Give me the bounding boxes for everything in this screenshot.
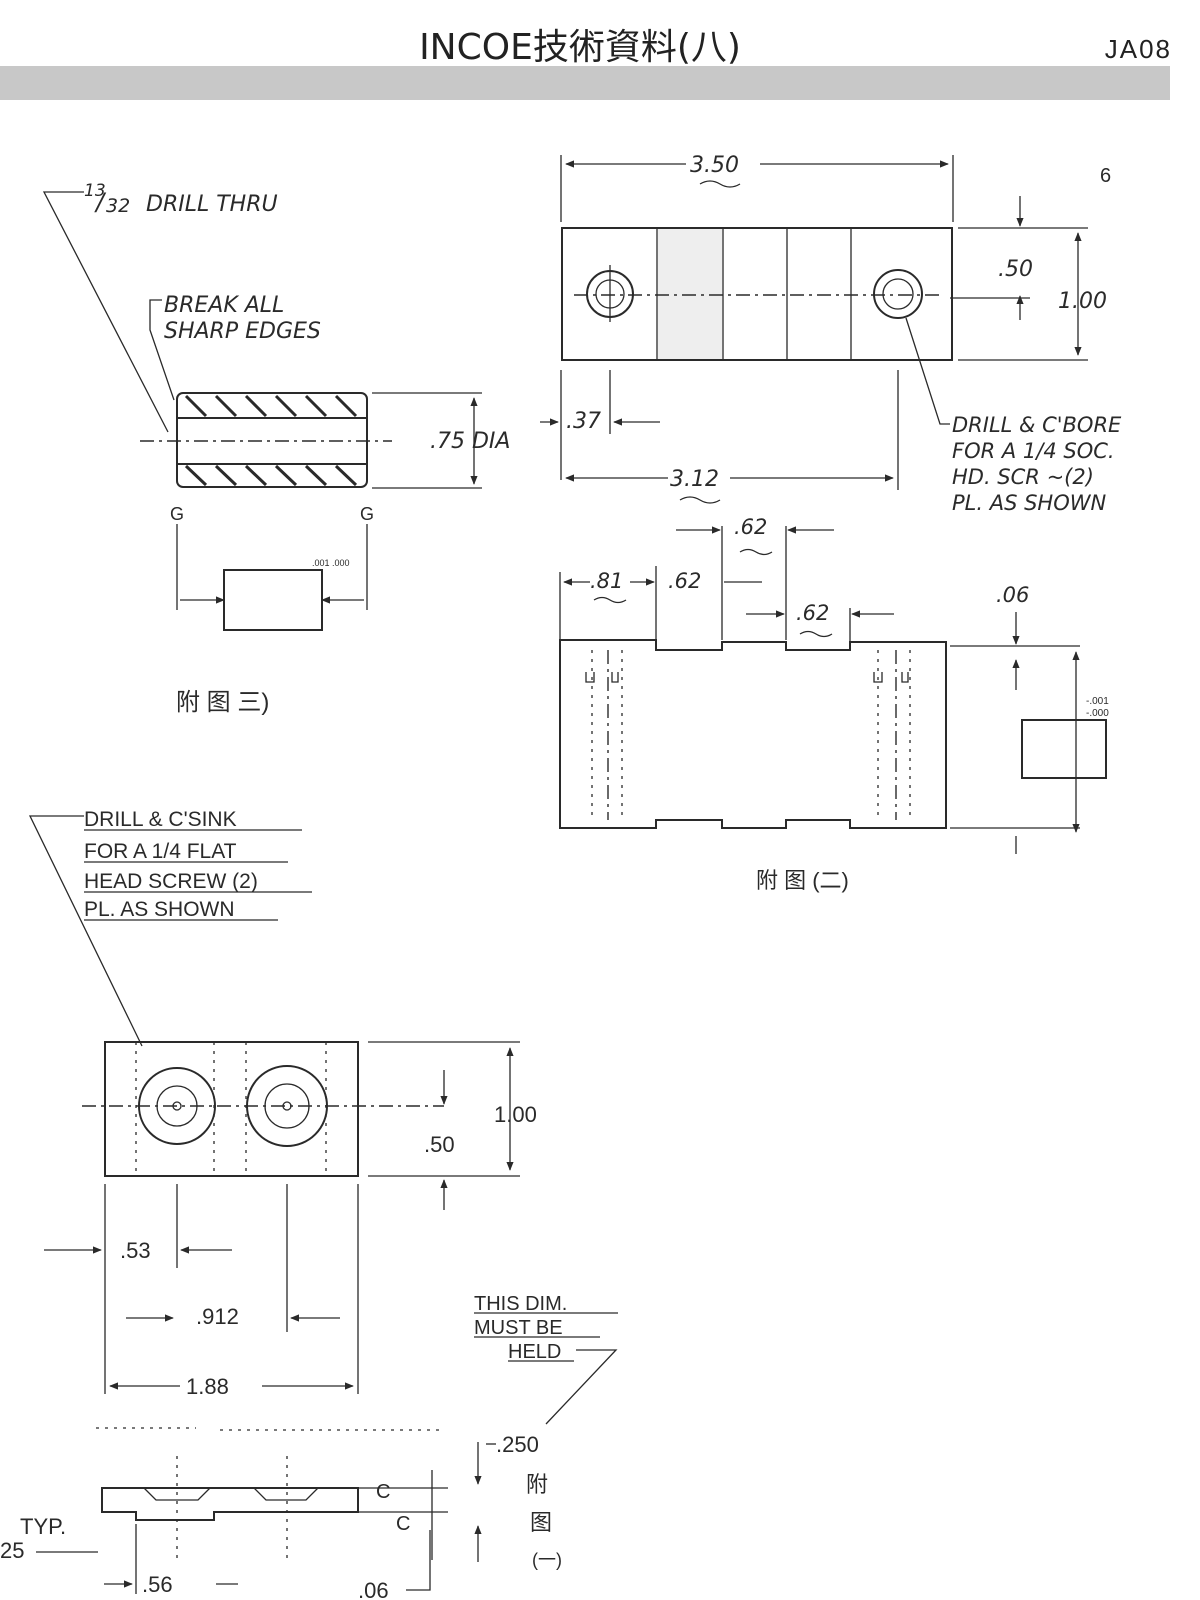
- g-left: G: [170, 504, 184, 524]
- figure-1-caption-3: (一): [532, 1550, 562, 1570]
- figure-1-caption-1: 附: [526, 1472, 548, 1497]
- cbore-note-line-3: HD. SCR ~(2): [952, 465, 1094, 489]
- figure-2: 3.50 .50 1.00 .37 3.12 DRILL & C'BOR: [540, 153, 1122, 893]
- dim-0-62-low: .62: [796, 601, 829, 625]
- c-top: C: [376, 1481, 390, 1503]
- dim-25: 25: [0, 1538, 24, 1563]
- figure-3: 13 / 32 DRILL THRU BREAK ALL SHARP EDGES: [42, 181, 510, 716]
- dim-0-56: .56: [142, 1572, 173, 1597]
- hatching-bottom: [184, 464, 358, 487]
- held-note-line-3: HELD: [508, 1341, 561, 1363]
- figure-2-caption: 附 图 (二): [756, 868, 849, 893]
- figure-1: DRILL & C'SINK FOR A 1/4 FLAT HEAD SCREW…: [0, 808, 618, 1600]
- plate-side-view: [559, 639, 947, 829]
- dim-0-37: .37: [566, 409, 601, 434]
- dim-3-12: 3.12: [670, 467, 719, 492]
- drill-leader: [42, 191, 169, 433]
- dim-3-50: 3.50: [690, 153, 739, 178]
- gauge-block: [223, 569, 323, 631]
- plate-top-view: [561, 227, 953, 361]
- dim-0-250: .250: [496, 1432, 539, 1457]
- cbore-note-line-4: PL. AS SHOWN: [952, 491, 1106, 515]
- drill-note-slash: /: [94, 188, 107, 216]
- page-header: INCOE技術資料(八) JA08: [0, 0, 1200, 100]
- csink-hole-left: [138, 1067, 216, 1145]
- figure-1-caption-2: 图: [530, 1510, 552, 1535]
- cbore-note-line-1: DRILL & C'BORE: [952, 413, 1122, 437]
- dim-0-50: .50: [998, 257, 1033, 282]
- document-code: JA08: [1104, 34, 1172, 64]
- g-right: G: [360, 504, 374, 524]
- cbore-note-line-2: FOR A 1/4 SOC.: [952, 439, 1115, 463]
- dim-1-00-fig1: 1.00: [494, 1102, 537, 1127]
- figure-3-caption: 附 图 三): [176, 689, 269, 716]
- drill-note-text: DRILL THRU: [146, 192, 278, 217]
- header-bar: [0, 66, 1170, 100]
- drill-note-numerator: 13: [84, 181, 106, 201]
- edge-note-line-1: BREAK ALL: [164, 293, 284, 318]
- cbore-hole-right: [873, 269, 923, 319]
- drill-note-denominator: 32: [106, 195, 130, 217]
- csink-note-line-2: FOR A 1/4 FLAT: [84, 840, 237, 863]
- tolerance-1: -.001: [1086, 696, 1109, 707]
- dim-0-81: .81: [590, 569, 623, 593]
- dim-0-53: .53: [120, 1238, 151, 1263]
- dim-1-88: 1.88: [186, 1374, 229, 1399]
- page-title: INCOE技術資料(八): [419, 27, 741, 68]
- csink-note-line-1: DRILL & C'SINK: [84, 808, 237, 831]
- dim-0-50-fig1: .50: [424, 1132, 455, 1157]
- dim-0-62-top: .62: [734, 515, 767, 539]
- dim-0-62-mid: .62: [668, 569, 701, 593]
- dim-0-06-fig1: .06: [358, 1578, 389, 1600]
- csink-note-line-4: PL. AS SHOWN: [84, 898, 235, 921]
- edge-note-line-2: SHARP EDGES: [164, 319, 321, 344]
- dim-0-912: .912: [196, 1304, 239, 1329]
- dim-1-00: 1.00: [1058, 289, 1107, 314]
- csink-hole-right: [246, 1065, 328, 1147]
- csink-note-line-3: HEAD SCREW (2): [84, 870, 258, 893]
- dim-0-06: .06: [996, 583, 1029, 607]
- tolerance-2: -.000: [1086, 708, 1109, 719]
- typ-label: TYP.: [20, 1514, 66, 1539]
- plate-fig1-top-view: [104, 1041, 359, 1177]
- gauge-tolerance: .001 .000: [312, 558, 350, 568]
- plate-fig1-side-view: [101, 1487, 359, 1521]
- hatching-top: [184, 394, 358, 418]
- edge-leader: [149, 299, 175, 401]
- held-note-line-2: MUST BE: [474, 1317, 563, 1339]
- c-bottom: C: [396, 1513, 410, 1535]
- dia-dimension: .75 DIA: [430, 429, 510, 454]
- held-note-line-1: THIS DIM.: [474, 1293, 567, 1315]
- bushing-body: [176, 392, 368, 488]
- page-number: 6: [1100, 165, 1111, 187]
- side-gauge-block: [1021, 719, 1107, 779]
